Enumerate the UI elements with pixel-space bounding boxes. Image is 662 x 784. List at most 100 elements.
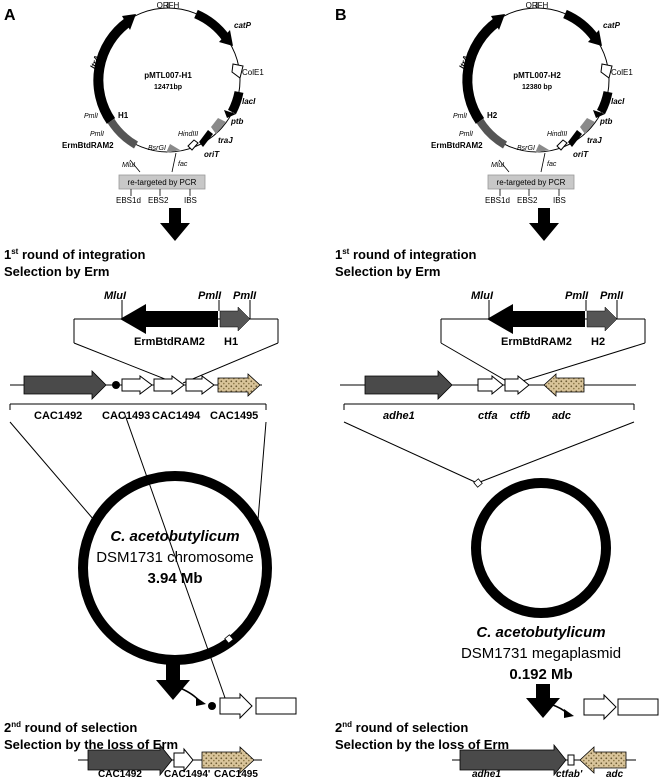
orfh-label: ORFH [526, 1, 549, 10]
cole1-label: ColE1 [611, 68, 633, 77]
pml2-insert-label: PmlI [600, 290, 624, 302]
hindiii-label: HindIII [547, 131, 567, 138]
integration-site-marker [473, 478, 483, 488]
laci-label: lacI [611, 97, 625, 106]
round1-subtitle: Selection by Erm [335, 264, 440, 279]
catp-gene [563, 9, 599, 41]
erm-plasmid-label: ErmBtdRAM2 [62, 141, 114, 150]
catp-gene [194, 9, 230, 41]
orit-element [556, 139, 568, 151]
laci-gene [596, 91, 613, 115]
orit-label: oriT [204, 150, 220, 159]
ltra-label: ltrA [458, 54, 471, 70]
pcr-connector-right [171, 152, 177, 173]
erm-plasmid-label: ErmBtdRAM2 [431, 141, 483, 150]
gene-label-2: CAC1493 [102, 410, 150, 422]
ltra-arrowhead [491, 14, 505, 30]
cac1494-gene [153, 375, 185, 395]
laci-label: lacI [242, 97, 256, 106]
excised-gene-box [255, 697, 297, 715]
fac-label: fac [547, 161, 557, 168]
round2-subtitle: Selection by the loss of Erm [335, 737, 509, 752]
chromosome-size: 3.94 Mb [147, 570, 202, 587]
catp-label: catP [603, 21, 621, 30]
excised-gene-arrow [583, 693, 617, 721]
gene-label-4: CAC1495 [210, 410, 258, 422]
plasmid-map: ORFH catP ColE1 lacI ptb traJ oriT ltrA … [431, 1, 633, 205]
megaplasmid-ring [471, 478, 611, 618]
laci-gene [227, 91, 244, 115]
erm-insert-label: ErmBtdRAM2 [134, 336, 205, 348]
gene-label-2: ctfa [478, 410, 498, 422]
orit-element [187, 139, 199, 151]
final-cac1494p-gene [173, 747, 194, 773]
insert-diagram: MluI PmlI PmlI ErmBtdRAM2 H2 [440, 290, 646, 384]
orfh-label: ORFH [157, 1, 180, 10]
mlui-label: MluI [122, 162, 135, 169]
final-gene-label-cac1495: CAC1495 [214, 769, 258, 779]
gene-label-3: CAC1494 [152, 410, 201, 422]
mlui-insert-label: MluI [471, 290, 494, 302]
fan-left [9, 421, 95, 521]
panel-b: B ORFH catP ColE1 lacI ptb traJ oriT ltr… [335, 1, 659, 777]
ibs-label: IBS [553, 196, 566, 205]
gene-cluster: adhe1 ctfa ctfb adc [340, 370, 636, 483]
adhe1-gene [364, 370, 453, 400]
ptb-label: ptb [599, 117, 613, 126]
gene-cluster: CAC1492 CAC1493 CAC1494 CAC1495 [9, 370, 267, 713]
chromosome-name: DSM1731 chromosome [96, 549, 254, 566]
down-arrow-2 [156, 664, 190, 700]
gene-label-3: ctfb [510, 410, 530, 422]
pml-top-label: PmlI [84, 113, 98, 120]
round2-title: 2nd round of selection [4, 720, 137, 735]
pcr-box-label: re-targeted by PCR [128, 178, 197, 187]
h2-insert-gene [586, 306, 618, 332]
final-adc-gene [579, 746, 627, 774]
h1-insert-label: H1 [224, 336, 238, 348]
ltra-arrowhead [122, 14, 136, 30]
h1-insert-gene [219, 306, 251, 332]
chromosome-species: C. acetobutylicum [110, 528, 239, 545]
integration-site-marker [224, 634, 234, 644]
final-cac1492-gene [87, 743, 173, 777]
cac1492-gene [23, 370, 107, 400]
adc-gene [543, 373, 585, 397]
pml1-insert-label: PmlI [565, 290, 589, 302]
gene-label-1: CAC1492 [34, 410, 82, 422]
round1-subtitle: Selection by Erm [4, 264, 109, 279]
plasmid-size: 12471bp [154, 84, 182, 91]
traj-gene [568, 130, 582, 147]
ctfb-gene [504, 374, 530, 396]
round2-subtitle: Selection by the loss of Erm [4, 737, 178, 752]
gene-label-4: adc [552, 410, 571, 422]
fac-promoter [535, 144, 549, 153]
pml-top-label: PmlI [453, 113, 467, 120]
insert-diagram: MluI PmlI PmlI ErmBtdRAM2 H1 [73, 290, 279, 384]
megaplasmid-name: DSM1731 megaplasmid [461, 645, 621, 662]
plasmid-map: ORFH catP ColE1 lacI ptb traJ oriT ltrA … [62, 1, 264, 205]
gene-label-1: adhe1 [383, 410, 415, 422]
homology-label: H2 [487, 111, 498, 120]
fac-promoter [166, 144, 180, 153]
ibs-label: IBS [184, 196, 197, 205]
final-cluster [78, 743, 262, 777]
chromosome-ring [78, 471, 272, 665]
bsrgi-label: BsrGI [148, 145, 166, 152]
insert-fan-left [73, 342, 176, 384]
bsrgi-label: BsrGI [517, 145, 535, 152]
laci-arrowhead [224, 110, 236, 118]
final-cluster [452, 743, 636, 777]
ctfa-gene [477, 374, 504, 396]
plasmid-name: pMTL007-H1 [144, 71, 192, 80]
ebs1d-label: EBS1d [116, 196, 141, 205]
excised-gene-arrow [219, 692, 253, 720]
final-gene-label-ctfab: ctfab' [556, 769, 583, 779]
cole1-element [600, 63, 613, 79]
traj-label: traJ [587, 136, 602, 145]
pcr-box [118, 174, 206, 190]
fan-left [343, 421, 476, 483]
ltra-label: ltrA [89, 54, 102, 70]
h2-insert-label: H2 [591, 336, 605, 348]
